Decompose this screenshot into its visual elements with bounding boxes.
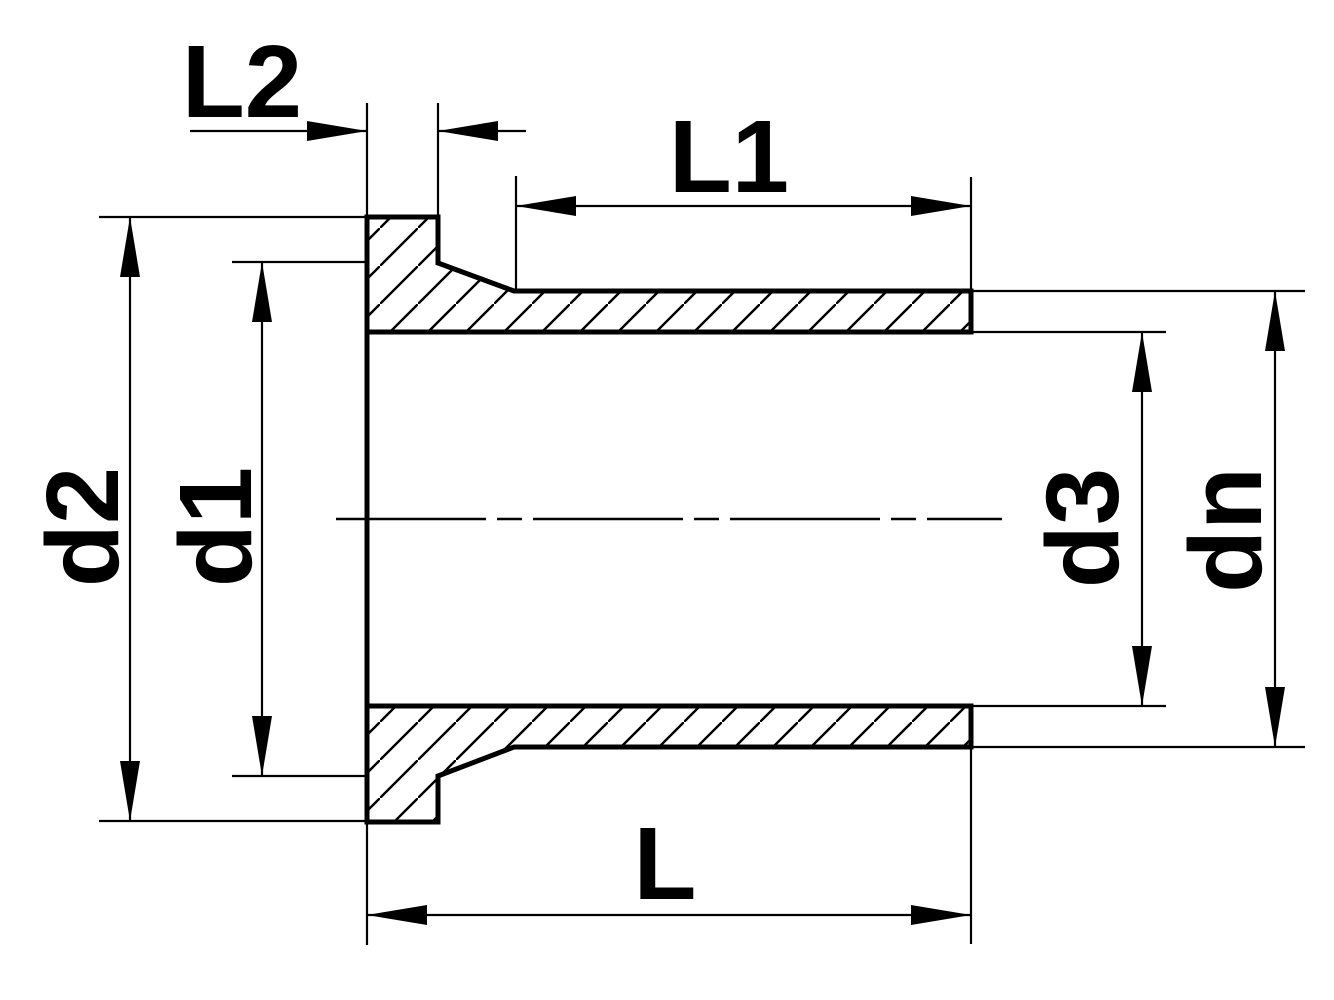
- dimension-d3: d3: [971, 330, 1166, 708]
- dimension-d1: d1: [158, 260, 367, 778]
- dn-label: dn: [1168, 467, 1283, 593]
- l-label: L: [634, 806, 697, 921]
- dimension-l: L: [365, 747, 973, 945]
- d3-label: d3: [1025, 468, 1140, 588]
- dimension-l2: L2: [182, 24, 526, 218]
- upper-wall-section: [364, 214, 974, 335]
- lower-wall-section: [364, 703, 974, 825]
- d2-label: d2: [25, 467, 140, 587]
- l1-label: L1: [669, 99, 789, 214]
- dimension-l1: L1: [514, 99, 973, 291]
- l2-label: L2: [182, 24, 302, 139]
- dimension-d2: d2: [25, 215, 367, 823]
- d1-label: d1: [158, 467, 273, 587]
- part-cross-section: [364, 214, 974, 825]
- dimension-dn: dn: [971, 289, 1305, 749]
